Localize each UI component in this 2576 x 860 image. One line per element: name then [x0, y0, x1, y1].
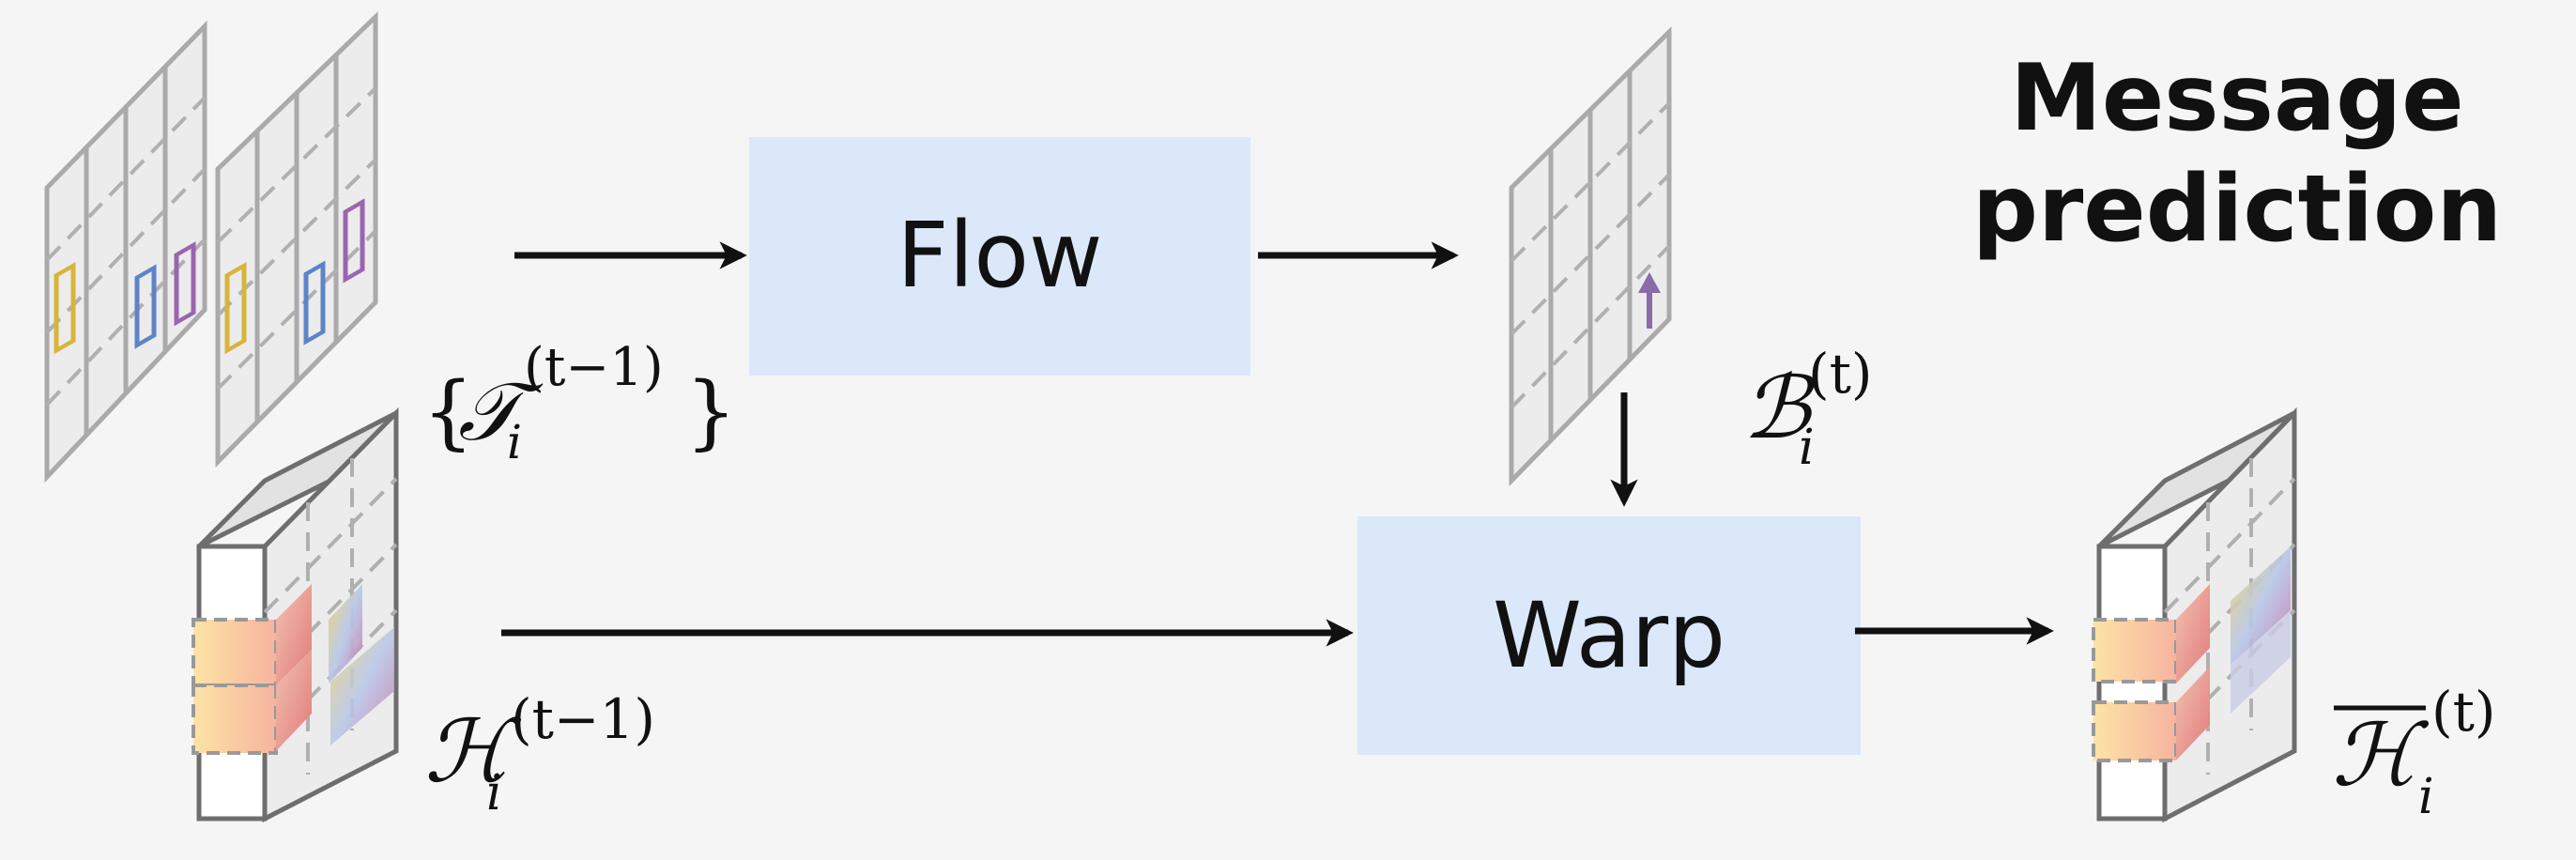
svg-text:}: }	[685, 365, 737, 459]
title-line-2: prediction	[1972, 156, 2502, 263]
warp-box	[1357, 516, 1861, 755]
svg-text:i: i	[507, 415, 522, 469]
svg-text:i: i	[2418, 769, 2434, 825]
flow-box	[749, 137, 1250, 376]
offsets-label: ℬ i (t)	[1742, 342, 1873, 476]
svg-text:ℋ: ℋ	[424, 701, 522, 802]
svg-text:ℋ: ℋ	[2332, 705, 2430, 806]
hidden-state-label: ℋ i (t−1)	[424, 687, 655, 822]
svg-text:i: i	[1799, 420, 1815, 476]
feature-volume-icon	[192, 407, 399, 823]
svg-text:(t): (t)	[2431, 680, 2496, 744]
predicted-volume-icon	[2092, 407, 2297, 823]
track-grid-icon	[44, 20, 207, 484]
title-line-1: Message	[2010, 45, 2463, 152]
svg-text:(t): (t)	[1808, 342, 1873, 406]
svg-text:{: {	[422, 365, 474, 459]
track-grid-icon-second	[215, 11, 378, 468]
flow-label: Flow	[897, 203, 1102, 308]
offset-grid-icon	[1509, 26, 1672, 487]
svg-text:i: i	[486, 765, 502, 822]
svg-text:(t−1): (t−1)	[524, 337, 664, 398]
svg-text:(t−1): (t−1)	[511, 687, 655, 751]
warp-label: Warp	[1493, 583, 1725, 688]
svg-text:ℬ: ℬ	[1742, 358, 1816, 458]
predicted-state-label: ℋ i (t)	[2332, 680, 2496, 825]
